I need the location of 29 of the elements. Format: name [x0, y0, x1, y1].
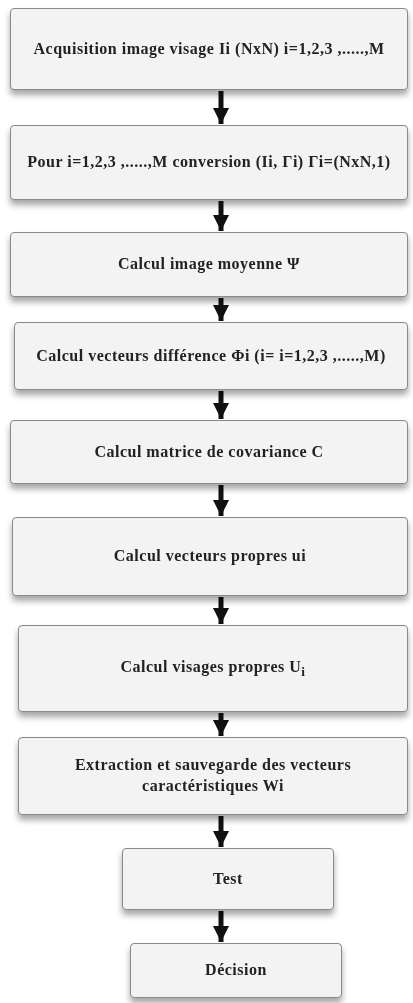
step-text: Calcul vecteurs propres ui — [112, 546, 308, 567]
arrow — [213, 911, 229, 942]
step-text: Test — [212, 868, 244, 889]
process-box — [18, 625, 408, 712]
process-box — [10, 125, 408, 200]
arrow — [213, 391, 229, 419]
arrow — [213, 713, 229, 736]
step-text: Calcul visages propres U$_{i}$ — [119, 656, 307, 681]
step-text: Extraction et sauvegarde des vecteurs caractéristiques Wi — [73, 755, 353, 797]
arrow — [213, 201, 229, 231]
arrow — [213, 816, 229, 847]
process-box — [130, 943, 342, 998]
arrow — [213, 485, 229, 516]
step-text: Décision — [204, 960, 268, 981]
process-box — [10, 232, 408, 297]
arrow — [213, 298, 229, 321]
process-box — [14, 322, 408, 390]
arrow — [213, 91, 229, 124]
step-text: Acquisition image visage Ii (NxN) i=1,2,3 ,.....,M — [32, 38, 386, 60]
arrow — [213, 597, 229, 624]
process-box — [18, 737, 408, 815]
step-text: Pour i=1,2,3 ,.....,M conversion (Ii, Γi) Γi=(NxN,1) — [26, 152, 392, 173]
process-box — [10, 8, 408, 90]
process-box — [122, 848, 334, 910]
process-box — [10, 420, 408, 484]
step-text: Calcul matrice de covariance C — [93, 441, 325, 462]
step-text: Calcul vecteurs différence Φi (i= i=1,2,3 ,.....,M) — [35, 345, 387, 367]
process-box — [12, 517, 408, 596]
step-text: Calcul image moyenne Ψ — [116, 254, 302, 275]
